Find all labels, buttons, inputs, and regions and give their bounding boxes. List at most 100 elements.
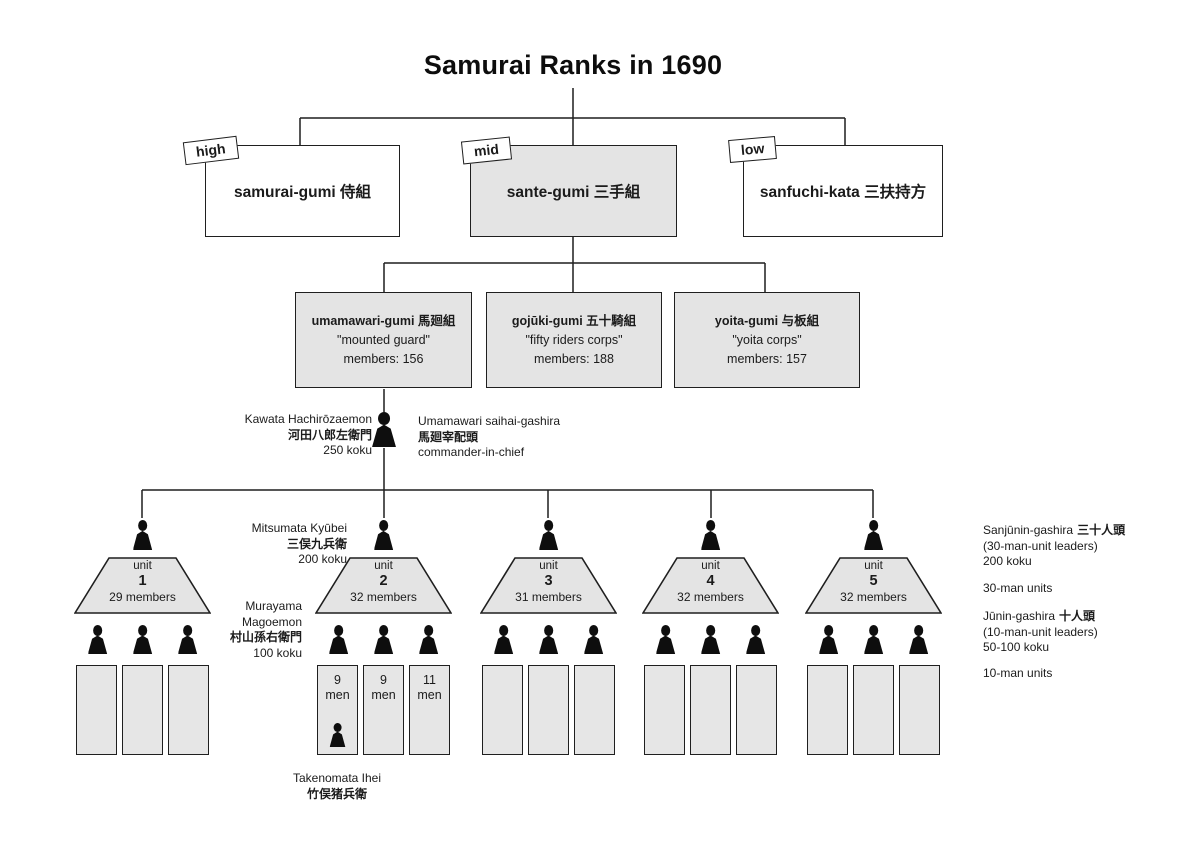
squad-box bbox=[482, 665, 523, 755]
commander-title-kanji: 馬廻宰配頭 bbox=[418, 429, 479, 444]
squad-leader-person-icon bbox=[583, 625, 604, 654]
squad-box bbox=[690, 665, 731, 755]
unit-group-3: unit 3 31 members bbox=[480, 518, 617, 758]
unit-trapezoid bbox=[642, 557, 779, 614]
unit-group-5: unit 5 32 members bbox=[805, 518, 942, 758]
squad-size-label: 9 men bbox=[371, 673, 396, 702]
unit-leader-person-icon bbox=[132, 520, 153, 550]
commander-title-en: commander-in-chief bbox=[418, 445, 525, 459]
legend-line: (10-man-unit leaders) bbox=[983, 624, 1098, 639]
legend-line: 50-100 koku bbox=[983, 640, 1050, 654]
commander-stipend: 250 koku bbox=[323, 443, 372, 457]
commander-name-romaji: Kawata Hachirōzaemon bbox=[244, 412, 372, 426]
squad-leader-person-icon bbox=[177, 625, 198, 654]
node-gojuki-gumi: gojūki-gumi 五十騎組 "fifty riders corps" me… bbox=[486, 292, 662, 388]
squad-leader-person-icon bbox=[818, 625, 839, 654]
squad-leader-person-icon bbox=[745, 625, 766, 654]
node-name: yoita-gumi 与板組 bbox=[714, 313, 820, 328]
squad-box: 9 men bbox=[363, 665, 404, 755]
squad-leader-person-icon bbox=[863, 625, 884, 654]
squad-size-label: 11 men bbox=[417, 673, 442, 702]
squad-leader-person-icon bbox=[700, 625, 721, 654]
squad-box bbox=[807, 665, 848, 755]
unit2-squadman-annotation: Takenomata Ihei 竹俣猪兵衛 bbox=[267, 771, 407, 802]
legend-10-man-units: 10-man units bbox=[983, 666, 1053, 680]
unit-group-1: unit 1 29 members bbox=[74, 518, 211, 758]
squad-box: 11 men bbox=[409, 665, 450, 755]
unit-label: unit 5 32 members bbox=[840, 560, 907, 604]
node-label: sanfuchi-kata 三扶持方 bbox=[759, 184, 927, 201]
legend-30-man-units: 30-man units bbox=[983, 581, 1053, 595]
squad-member-person-icon bbox=[329, 723, 346, 747]
legend-line: (30-man-unit leaders) bbox=[983, 538, 1098, 553]
unit-label: unit 3 31 members bbox=[515, 560, 582, 604]
unit-trapezoid bbox=[74, 557, 211, 614]
node-name: umamawari-gumi 馬廻組 bbox=[311, 313, 456, 328]
node-members: members: 156 bbox=[343, 351, 424, 366]
squad-box bbox=[853, 665, 894, 755]
node-yoita-gumi: yoita-gumi 与板組 "yoita corps" members: 15… bbox=[674, 292, 860, 388]
squad-leader-person-icon bbox=[132, 625, 153, 654]
unit-group-2: unit 2 32 members 9 men 9 men 11 men bbox=[315, 518, 452, 758]
node-alias: "mounted guard" bbox=[337, 332, 430, 347]
squad-leader-person-icon bbox=[328, 625, 349, 654]
commander-name-annotation: Kawata Hachirōzaemon 河田八郎左衛門 250 koku bbox=[245, 412, 372, 459]
node-sanfuchi-kata: sanfuchi-kata 三扶持方 bbox=[743, 145, 943, 237]
legend-line: 200 koku bbox=[983, 554, 1032, 568]
node-name: gojūki-gumi 五十騎組 bbox=[511, 313, 637, 328]
node-alias: "yoita corps" bbox=[732, 332, 802, 347]
squad-box bbox=[644, 665, 685, 755]
node-label: sante-gumi 三手組 bbox=[506, 184, 641, 201]
node-samurai-gumi: samurai-gumi 侍組 bbox=[205, 145, 400, 237]
squad-box bbox=[736, 665, 777, 755]
unit-trapezoid bbox=[805, 557, 942, 614]
node-alias: "fifty riders corps" bbox=[525, 332, 623, 347]
commander-person-icon bbox=[371, 412, 397, 447]
unit-leader-person-icon bbox=[373, 520, 394, 550]
squad-leader-person-icon bbox=[908, 625, 929, 654]
unit-label: unit 4 32 members bbox=[677, 560, 744, 604]
subleader-name-romaji: Magoemon bbox=[241, 614, 302, 629]
unit2-leader-annotation: Mitsumata Kyūbei 三俣九兵衛 200 koku bbox=[252, 521, 347, 568]
squad-size-label: 9 men bbox=[325, 673, 350, 702]
squad-box bbox=[528, 665, 569, 755]
node-sante-gumi: sante-gumi 三手組 bbox=[470, 145, 677, 237]
node-label: samurai-gumi 侍組 bbox=[234, 184, 371, 201]
squad-box bbox=[122, 665, 163, 755]
leader-stipend: 200 koku bbox=[298, 552, 347, 566]
squad-leader-person-icon bbox=[655, 625, 676, 654]
node-umamawari-gumi: umamawari-gumi 馬廻組 "mounted guard" membe… bbox=[295, 292, 472, 388]
squad-leader-person-icon bbox=[87, 625, 108, 654]
squad-leader-person-icon bbox=[538, 625, 559, 654]
commander-title-annotation: Umamawari saihai-gashira 馬廻宰配頭 commander… bbox=[418, 414, 560, 461]
squad-box: 9 men bbox=[317, 665, 358, 755]
squad-leader-person-icon bbox=[373, 625, 394, 654]
commander-title-romaji: Umamawari saihai-gashira bbox=[418, 414, 561, 428]
squad-box bbox=[168, 665, 209, 755]
squadman-name-romaji: Takenomata Ihei bbox=[292, 771, 382, 785]
subleader-name-kanji: 村山孫右衛門 bbox=[229, 630, 302, 644]
squad-box bbox=[76, 665, 117, 755]
unit-label: unit 2 32 members bbox=[350, 560, 417, 604]
unit-leader-person-icon bbox=[863, 520, 884, 550]
squadman-name-kanji: 竹俣猪兵衛 bbox=[306, 786, 367, 801]
page-title: Samurai Ranks in 1690 bbox=[423, 50, 723, 80]
squad-box bbox=[574, 665, 615, 755]
tier-tag-low: low bbox=[728, 135, 778, 164]
leader-name-romaji: Mitsumata Kyūbei bbox=[251, 521, 347, 535]
squad-leader-person-icon bbox=[418, 625, 439, 654]
node-members: members: 157 bbox=[727, 351, 807, 366]
commander-name-kanji: 河田八郎左衛門 bbox=[287, 427, 372, 442]
unit-label: unit 1 29 members bbox=[109, 560, 176, 604]
unit-group-4: unit 4 32 members bbox=[642, 518, 779, 758]
unit-leader-person-icon bbox=[538, 520, 559, 550]
unit-trapezoid bbox=[315, 557, 452, 614]
squad-box bbox=[899, 665, 940, 755]
subleader-stipend: 100 koku bbox=[253, 645, 302, 660]
